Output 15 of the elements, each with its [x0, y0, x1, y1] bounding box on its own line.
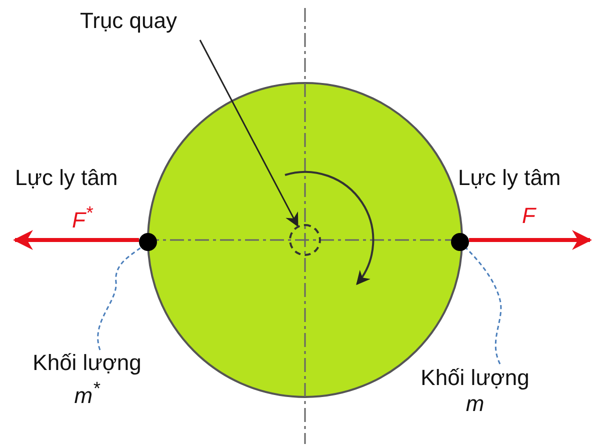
leader-line: [97, 246, 142, 350]
leader-arrow: [199, 40, 298, 228]
mass-label: Khối lượng: [420, 365, 530, 390]
axis-circle: [289, 224, 321, 256]
force-symbol: F: [522, 203, 536, 229]
force-label: Lực ly tâm: [458, 165, 561, 191]
mass-symbol: m: [466, 391, 484, 416]
mass-label: Khối lượng: [32, 350, 142, 375]
mass-dot: [451, 233, 469, 251]
axis-label: Trục quay: [80, 8, 178, 34]
force-symbol: F$^{*}$: [72, 201, 93, 234]
mass-symbol: m$^{*}$: [74, 383, 100, 408]
mass-dot: [139, 233, 157, 251]
leader-line: [466, 248, 502, 364]
force-label: Lực ly tâm: [15, 165, 118, 191]
